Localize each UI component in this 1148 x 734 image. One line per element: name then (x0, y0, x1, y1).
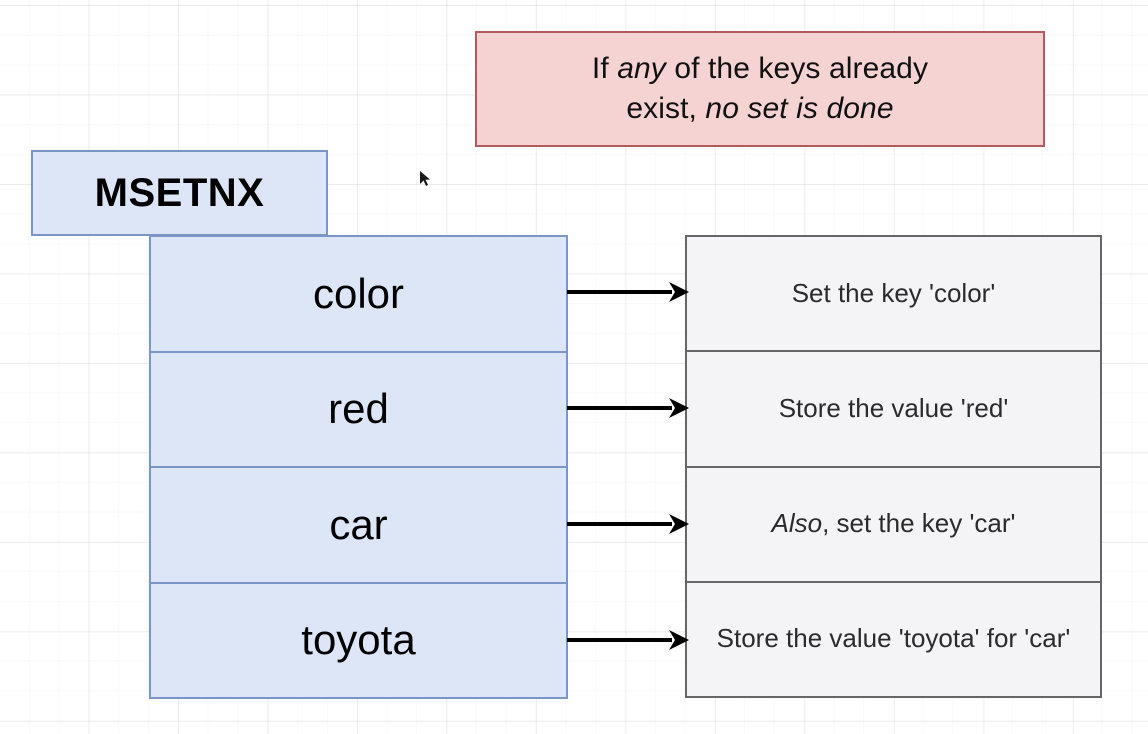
effect-cell: Store the value 'red' (687, 352, 1100, 468)
note-text: If any of the keys already exist, no set… (592, 49, 928, 129)
arrow-icon-toyota (567, 628, 689, 652)
effect-text: Set the key 'color' (792, 277, 996, 311)
effect-cell: Store the value 'toyota' for 'car' (687, 583, 1100, 696)
argument-cell: car (151, 468, 566, 584)
argument-label: toyota (301, 616, 416, 664)
command-label-text: MSETNX (94, 170, 265, 215)
effect-rest: Set the key 'color' (791, 277, 996, 308)
mouse-pointer-icon (419, 170, 433, 188)
argument-cell: toyota (151, 584, 566, 698)
argument-cell: red (151, 353, 566, 468)
note-line1-suffix: of the keys already (665, 52, 929, 86)
effect-rest: Store the value 'red' (778, 392, 1009, 423)
arrow-icon-car (567, 512, 689, 536)
note-line2-emphasis: no set is done (705, 92, 894, 125)
arrow-icon-color (567, 280, 689, 304)
arguments-column: color red car toyota (149, 235, 568, 699)
argument-cell: color (151, 237, 566, 353)
note-line1-prefix: If (591, 52, 618, 86)
argument-label: red (328, 385, 389, 433)
effect-cell: Set the key 'color' (687, 237, 1100, 353)
effect-rest: , set the key 'car' (822, 508, 1016, 539)
effect-text: Store the value 'red' (779, 392, 1009, 426)
note-box: If any of the keys already exist, no set… (475, 31, 1045, 147)
note-line1-emphasis: any (617, 52, 666, 86)
argument-label: car (329, 500, 388, 548)
effect-emphasis: Also (771, 508, 823, 539)
note-line2-prefix: exist, (626, 92, 706, 125)
arrow-icon-red (567, 396, 689, 420)
effect-cell: Also, set the key 'car' (687, 468, 1100, 583)
argument-label: color (312, 269, 405, 317)
effect-text: Also, set the key 'car' (771, 507, 1015, 541)
command-label-box: MSETNX (31, 150, 328, 236)
effects-column: Set the key 'color' Store the value 'red… (685, 235, 1102, 698)
effect-rest: Store the value 'toyota' for 'car' (716, 623, 1071, 654)
effect-text: Store the value 'toyota' for 'car' (717, 622, 1071, 656)
